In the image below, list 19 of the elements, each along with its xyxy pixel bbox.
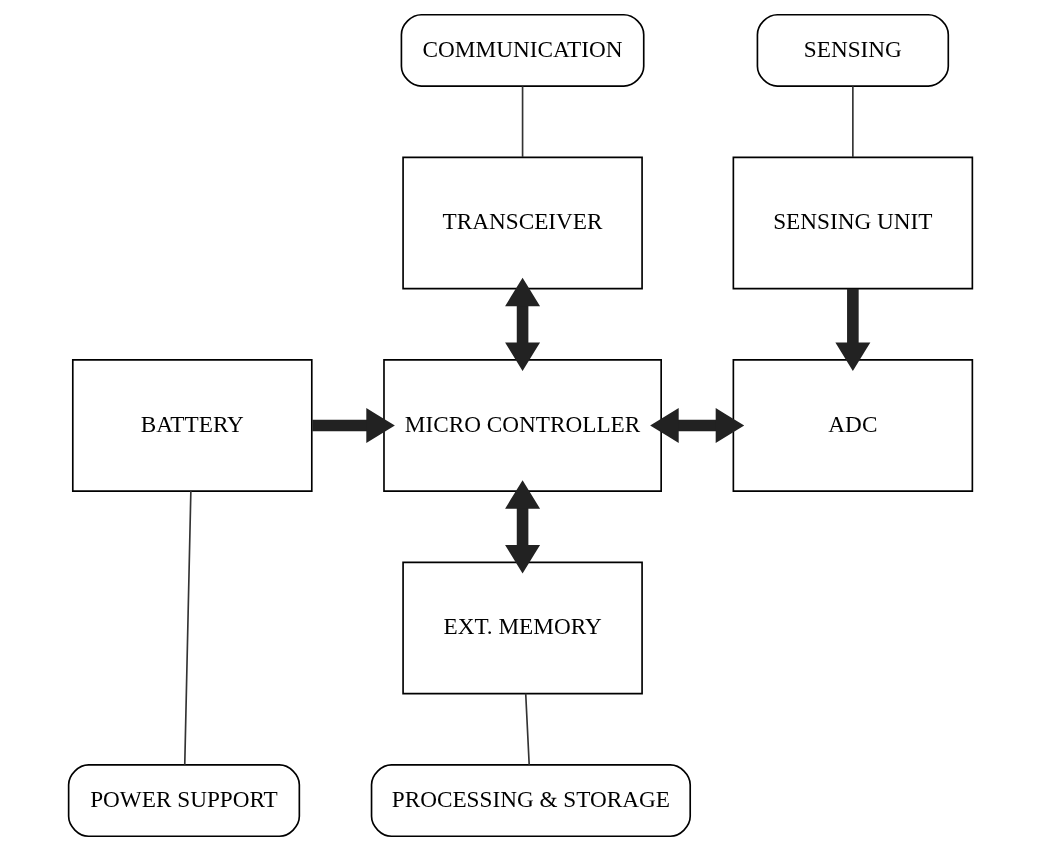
node-box: ADC bbox=[732, 359, 974, 492]
arrow bbox=[505, 480, 541, 574]
node-box: SENSING bbox=[756, 13, 950, 87]
node-box: BATTERY bbox=[71, 359, 313, 492]
connector bbox=[524, 692, 531, 766]
node-box: POWER SUPPORT bbox=[67, 764, 301, 838]
node-box: TRANSCEIVER bbox=[402, 156, 643, 290]
arrow bbox=[835, 288, 871, 371]
arrow bbox=[505, 277, 541, 371]
connector bbox=[521, 85, 524, 158]
node-box: EXT. MEMORY bbox=[402, 561, 643, 695]
node-box: MICRO CONTROLLER bbox=[383, 359, 662, 492]
connector bbox=[852, 85, 854, 158]
node-box: PROCESSING & STORAGE bbox=[370, 764, 692, 838]
arrow bbox=[312, 408, 395, 443]
arrow bbox=[650, 408, 745, 443]
node-box: COMMUNICATION bbox=[400, 13, 645, 87]
connector bbox=[183, 490, 192, 766]
node-box: SENSING UNIT bbox=[732, 156, 974, 290]
